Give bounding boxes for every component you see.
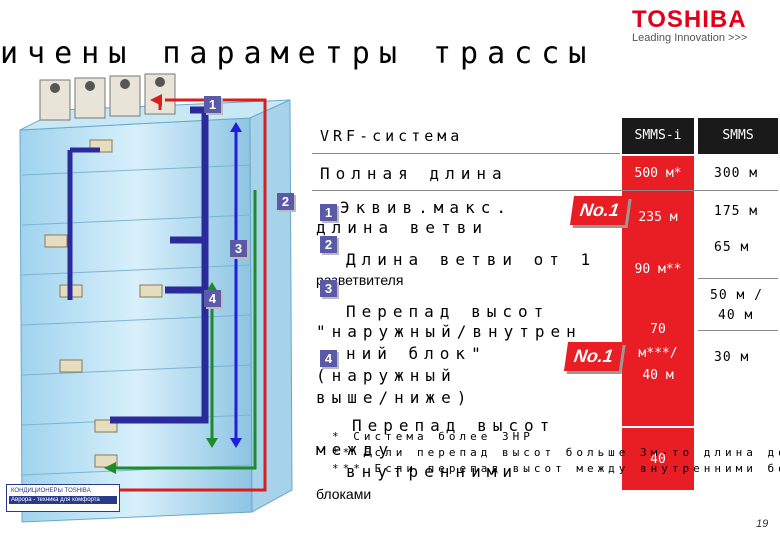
- table-badge-1: 1: [320, 204, 337, 221]
- smmsi-column: [622, 156, 694, 426]
- page-title: ичены параметры трассы: [0, 36, 596, 71]
- row-branch-length-smmsi: 90 м**: [634, 262, 682, 277]
- row-branch-length-label2: разветвителя: [316, 272, 404, 288]
- row-height-diff-smmsi-c: 40 м: [642, 368, 674, 383]
- header-smms: SMMS: [722, 128, 754, 143]
- footnote-1: * Система более 3НР: [332, 430, 534, 443]
- row-height-diff-label: Перепад высот: [346, 302, 550, 321]
- row-indoor-diff-label: Перепад высот: [352, 416, 556, 435]
- footer-logo-line2: Аврора - техника для комфорта: [9, 496, 117, 504]
- row-branch-length-label: Длина ветви от 1: [346, 250, 597, 269]
- row-total-length-smms: 300 м: [714, 166, 759, 181]
- page-number: 19: [756, 518, 769, 530]
- table-badge-4: 4: [320, 350, 337, 367]
- footer-logo-line1: КОНДИЦИОНЕРЫ TOSHIBA: [11, 488, 91, 494]
- building-illustration: [19, 73, 293, 523]
- header-label-cell: VRF-система: [312, 118, 620, 154]
- row-height-diff-label5: выше/ниже): [316, 388, 473, 407]
- green-pipe: [110, 190, 257, 470]
- brand-tagline: Leading Innovation >>>: [632, 32, 748, 44]
- row-indoor-diff-label3: внутренними: [346, 462, 518, 481]
- row-equiv-length-smms: 175 м: [714, 204, 759, 219]
- table-badge-2: 2: [320, 236, 337, 253]
- row-indoor-diff-smms: 30 м: [714, 350, 750, 365]
- row-equiv-length-label2: длина ветви: [316, 218, 488, 237]
- header-smms-cell: SMMS: [698, 118, 778, 154]
- row-equiv-length-smmsi: 235 м: [638, 210, 678, 225]
- row-height-diff-smms: 50 м /: [710, 288, 763, 303]
- smmsi-last-cell: [622, 428, 694, 490]
- row-total-length-smmsi: 500 м*: [634, 166, 682, 181]
- brand-name: TOSHIBA: [632, 6, 747, 33]
- outdoor-units: [39, 73, 176, 121]
- row-indoor-diff-label2: между: [316, 440, 395, 459]
- header-label: VRF-система: [320, 127, 464, 145]
- no1-stamp-bottom: No.1: [563, 342, 624, 371]
- row-total-length-label: Полная длина: [320, 164, 508, 183]
- badge-4: 4: [204, 290, 221, 307]
- row-height-diff-smms-b: 40 м: [718, 308, 754, 323]
- row-height-diff-label4: (наружный: [316, 366, 457, 385]
- toshiba-logo: TOSHIBA Leading Innovation >>>: [632, 6, 774, 44]
- row-equiv-length-label: Эквив.макс.: [340, 198, 512, 217]
- main-pipe: [110, 106, 209, 424]
- row-height-diff-smmsi-b: м***/: [638, 346, 678, 361]
- row-height-diff-smmsi: 70: [650, 322, 666, 337]
- footer-logo: КОНДИЦИОНЕРЫ TOSHIBA Аврора - техника дл…: [6, 484, 120, 512]
- footnote-2: ** Если перепад высот больше 3м-то длина…: [332, 446, 780, 459]
- badge-2: 2: [277, 193, 294, 210]
- row-branch-length-smms: 65 м: [714, 240, 750, 255]
- row-indoor-diff-label4: блоками: [316, 486, 372, 502]
- no1-stamp-top: No.1: [569, 196, 630, 225]
- header-smmsi: SMMS-i: [634, 128, 682, 143]
- table-badge-3: 3: [320, 280, 337, 297]
- header-smmsi-cell: SMMS-i: [622, 118, 694, 154]
- badge-3: 3: [230, 240, 247, 257]
- row-indoor-diff-smmsi: 40: [650, 452, 666, 467]
- row-height-diff-label3: ний блок": [346, 344, 487, 363]
- badge-1: 1: [204, 96, 221, 113]
- row-height-diff-label2: "наружный/внутрен: [316, 322, 582, 341]
- footnote-3: *** Если перепад высот между внутренними…: [332, 462, 780, 475]
